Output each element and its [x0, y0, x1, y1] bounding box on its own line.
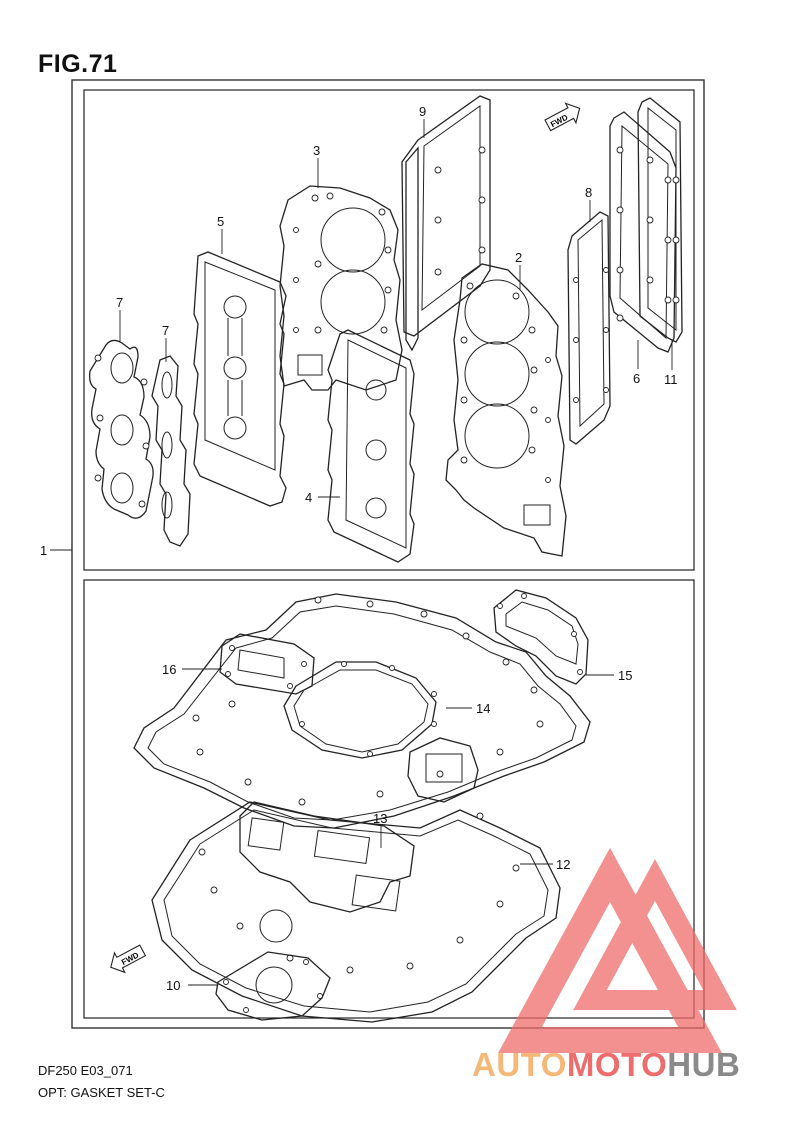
part-7-right-manifold-gasket [151, 355, 191, 547]
watermark-moto: MOTO [566, 1046, 668, 1083]
part-2-head-gasket [445, 263, 567, 557]
watermark-text: AUTOMOTOHUB [472, 1046, 740, 1084]
part-4-cover-gasket [327, 329, 415, 563]
watermark-auto: AUTO [472, 1046, 567, 1083]
callout-7-right: 7 [162, 323, 169, 338]
callout-7-left: 7 [116, 295, 123, 310]
part-large-case-gasket [133, 593, 591, 829]
part-7-left-manifold-gasket [88, 339, 154, 519]
part-11-cover-gasket [637, 97, 683, 343]
upper-panel [83, 89, 695, 571]
part-16-small-gasket [219, 633, 315, 695]
callout-12: 12 [556, 857, 570, 872]
fwd-arrow-icon-upper: FWD [544, 102, 581, 132]
callout-6: 6 [633, 371, 640, 386]
callout-14: 14 [476, 701, 490, 716]
callout-10: 10 [166, 978, 180, 993]
callout-8: 8 [585, 185, 592, 200]
model-code: DF250 E03_071 [38, 1063, 133, 1078]
part-13-manifold-gasket [239, 801, 415, 913]
part-14-cover-gasket [283, 661, 437, 759]
part-3-head-gasket [279, 185, 403, 391]
callout-16: 16 [162, 662, 176, 677]
part-8-cover-gasket [567, 211, 611, 445]
callout-11: 11 [664, 372, 678, 387]
callout-3: 3 [313, 143, 320, 158]
callout-1: 1 [40, 543, 47, 558]
part-9-long-gasket [401, 95, 491, 352]
part-10-small-gasket [215, 951, 331, 1021]
callout-4: 4 [305, 490, 312, 505]
figure-title: FIG.71 [38, 50, 118, 78]
part-12-large-gasket [151, 801, 561, 1023]
callout-5: 5 [217, 214, 224, 229]
part-small-square-gasket [407, 737, 479, 803]
part-6-cover-gasket [609, 111, 677, 353]
lower-panel [83, 579, 695, 1019]
fwd-arrow-icon-lower: FWD [110, 944, 147, 974]
leader-lines [50, 119, 673, 986]
part-15-small-gasket [493, 589, 589, 685]
part-5-cover-gasket [193, 251, 287, 507]
figure-description: OPT: GASKET SET-C [38, 1085, 165, 1100]
callout-13: 13 [373, 811, 387, 826]
watermark-logo-icon [498, 847, 737, 1053]
callout-9: 9 [419, 104, 426, 119]
callout-15: 15 [618, 668, 632, 683]
callout-2: 2 [515, 250, 522, 265]
watermark-hub: HUB [667, 1046, 741, 1083]
outer-frame [71, 79, 705, 1029]
